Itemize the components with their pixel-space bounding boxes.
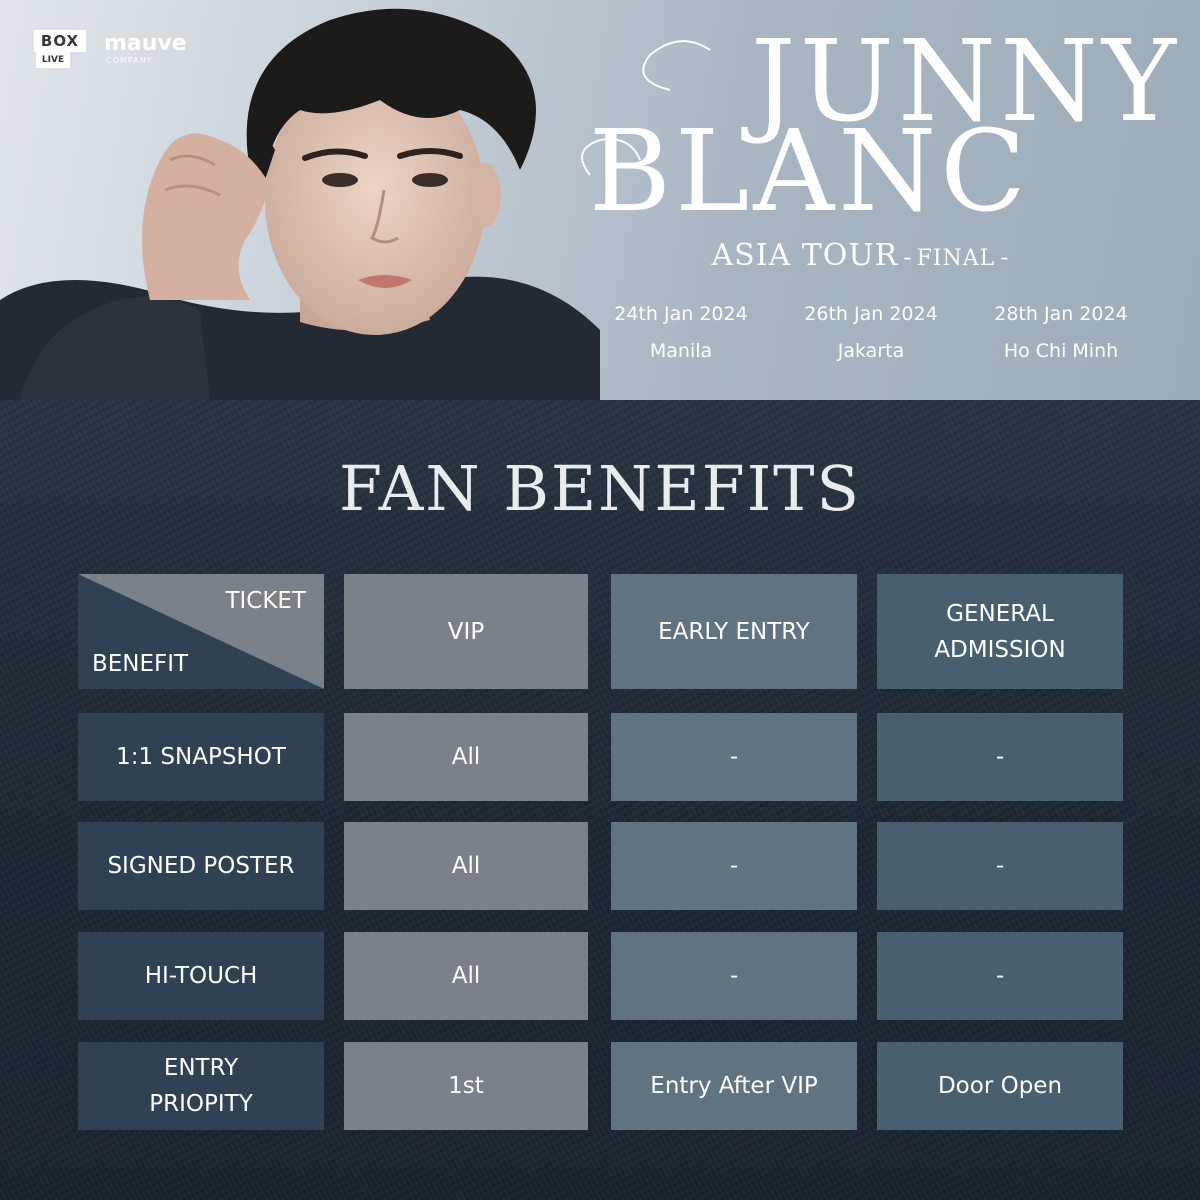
artist-name-title: JUNNY BLANC: [581, 17, 1180, 230]
table-cell: -: [877, 713, 1123, 801]
tour-date: 28th Jan 2024: [994, 303, 1128, 325]
row-header-label-line1: ENTRY: [163, 1055, 239, 1081]
cell-value: -: [729, 744, 739, 770]
tour-stop: 26th Jan 2024 Jakarta: [776, 300, 966, 374]
title-flourish-2: [581, 138, 641, 176]
table-cell: All: [344, 713, 588, 801]
table-cell: 1st: [344, 1042, 588, 1130]
boxlive-logo-top: BOX: [34, 30, 86, 52]
cell-value: All: [451, 963, 481, 989]
row-header-label: HI-TOUCH: [144, 963, 258, 989]
row-header-entry-priority: ENTRY PRIOPITY: [78, 1042, 324, 1130]
cell-value: -: [995, 963, 1005, 989]
table-cell: -: [611, 822, 857, 910]
tour-title: ASIA TOUR: [711, 238, 899, 273]
cell-value: -: [995, 853, 1005, 879]
cell-value: Entry After VIP: [650, 1073, 818, 1099]
fan-benefits-heading: FAN BENEFITS: [338, 452, 862, 525]
table-cell: Door Open: [877, 1042, 1123, 1130]
cell-value: -: [729, 853, 739, 879]
tour-subtitle: ASIA TOUR - FINAL -: [600, 238, 1120, 273]
tour-date: 24th Jan 2024: [614, 303, 748, 325]
tour-final: FINAL: [916, 246, 996, 271]
table-corner-cell: TICKET BENEFIT: [78, 574, 324, 689]
row-header-signed-poster: SIGNED POSTER: [78, 822, 324, 910]
mauve-logo-sub: COMPANY.: [106, 56, 155, 65]
table-cell: All: [344, 822, 588, 910]
tour-dash-left: -: [903, 243, 912, 271]
corner-ticket-label: TICKET: [225, 588, 306, 614]
tour-stop: 24th Jan 2024 Manila: [586, 300, 776, 374]
table-cell: -: [611, 932, 857, 1020]
column-header-vip: VIP: [344, 574, 588, 689]
table-cell: -: [877, 932, 1123, 1020]
mauve-logo-name: mauve: [104, 31, 187, 56]
table-cell: All: [344, 932, 588, 1020]
table-cell: -: [877, 822, 1123, 910]
column-header-label-line1: GENERAL: [946, 600, 1054, 627]
row-header-label: 1:1 SNAPSHOT: [116, 744, 286, 770]
cell-value: All: [451, 744, 481, 770]
corner-benefit-label: BENEFIT: [92, 651, 189, 677]
title-flourish: [642, 40, 711, 91]
mauve-company-logo: mauve COMPANY.: [104, 32, 187, 66]
cell-value: All: [451, 853, 481, 879]
row-header-label: SIGNED POSTER: [107, 853, 295, 879]
tour-stop: 28th Jan 2024 Ho Chi Minh: [966, 300, 1156, 374]
cell-value: -: [995, 744, 1005, 770]
row-header-hi-touch: HI-TOUCH: [78, 932, 324, 1020]
corner-diagonal: [78, 574, 324, 689]
cell-value: Door Open: [937, 1073, 1063, 1099]
column-header-label: EARLY ENTRY: [658, 618, 810, 645]
tour-dash-right: -: [1000, 243, 1009, 271]
poster-header: BOX LIVE mauve COMPANY. JUNNY BLANC ASIA…: [0, 0, 1200, 400]
tour-city: Manila: [649, 340, 713, 362]
row-header-label-line2: PRIOPITY: [149, 1091, 253, 1117]
tour-city: Jakarta: [837, 340, 905, 362]
column-header-general-admission: GENERAL ADMISSION: [877, 574, 1123, 689]
boxlive-logo: BOX LIVE: [34, 30, 90, 70]
tour-dates: 24th Jan 2024 Manila 26th Jan 2024 Jakar…: [586, 300, 1156, 374]
table-cell: Entry After VIP: [611, 1042, 857, 1130]
tour-city: Ho Chi Minh: [1003, 340, 1119, 362]
column-header-early-entry: EARLY ENTRY: [611, 574, 857, 689]
column-header-label-line2: ADMISSION: [934, 636, 1066, 663]
row-header-snapshot: 1:1 SNAPSHOT: [78, 713, 324, 801]
artist-name-line1: JUNNY: [741, 17, 1180, 147]
cell-value: 1st: [448, 1073, 484, 1099]
tour-date: 26th Jan 2024: [804, 303, 938, 325]
boxlive-logo-bottom: LIVE: [36, 52, 70, 68]
table-cell: -: [611, 713, 857, 801]
artist-portrait: [0, 8, 600, 400]
column-header-label: VIP: [447, 618, 485, 645]
artist-name-line2: BLANC: [589, 107, 1030, 230]
cell-value: -: [729, 963, 739, 989]
